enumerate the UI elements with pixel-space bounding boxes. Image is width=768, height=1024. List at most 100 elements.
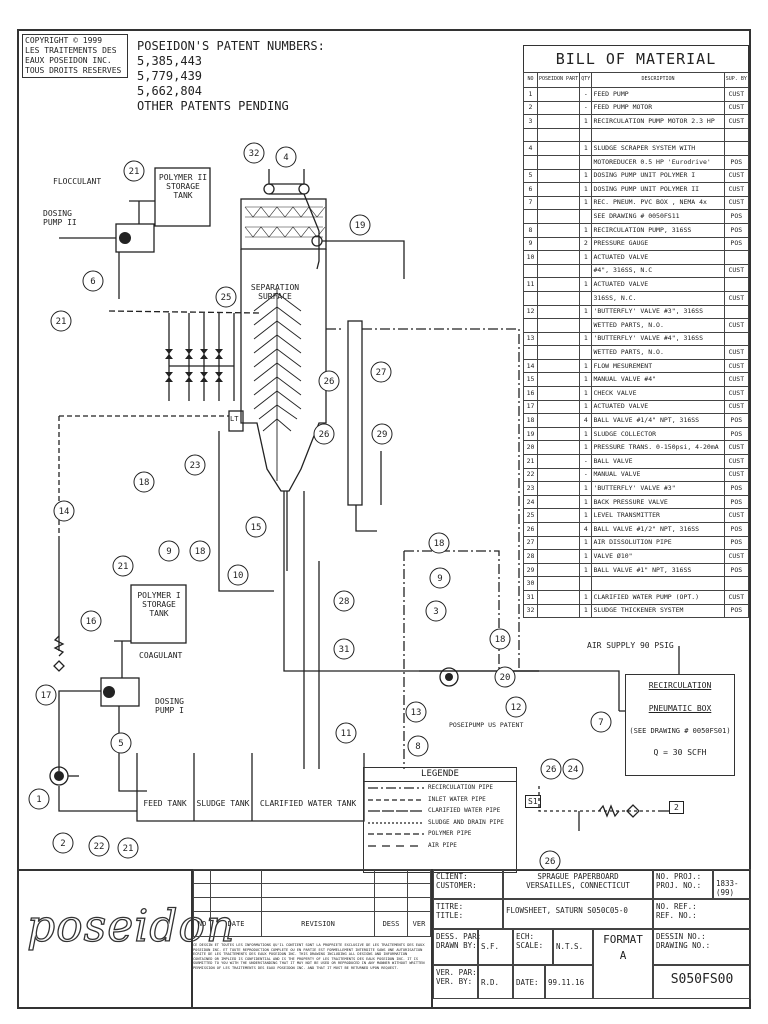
callout-circle	[215, 286, 237, 308]
callout-number: 17	[41, 691, 52, 701]
bom-cell-qty: 1	[579, 589, 593, 605]
callout-number: 8	[415, 742, 420, 752]
callout-bubble: 26	[539, 850, 561, 869]
callout-number: 6	[90, 277, 95, 287]
copyright-line: COPYRIGHT © 1999	[25, 36, 103, 45]
callout-circle	[489, 628, 511, 650]
bill-of-material: BILL OF MATERIAL NO POSEIDON PART QTY DE…	[523, 45, 750, 619]
callout-bubble: 20	[494, 666, 516, 688]
callout-number: 10	[233, 571, 244, 581]
callout-bubble: 13	[405, 701, 427, 723]
callout-number: 4	[283, 153, 288, 163]
callout-bubble: 21	[50, 310, 72, 332]
callout-bubble: 5	[110, 732, 132, 754]
legend-item: RECIRCULATION PIPE	[364, 782, 516, 794]
callout-bubble: 11	[335, 722, 357, 744]
callout-circle	[335, 722, 357, 744]
callout-number: 16	[86, 617, 97, 627]
callout-bubble: 32	[243, 142, 265, 164]
separation-tank-top	[240, 198, 327, 250]
callout-bubble: 19	[349, 214, 371, 236]
legend-item-label: CLARIFIED WATER PIPE	[428, 807, 501, 814]
callout-bubble: 1	[28, 788, 50, 810]
copyright-line: TOUS DROITS RESERVES	[25, 66, 122, 75]
callout-number: 25	[221, 293, 232, 303]
drawing-no-label: DESSIN NO.: DRAWING NO.:	[653, 929, 751, 965]
recirc-title: RECIRCULATION	[648, 681, 712, 690]
bom-header-description: DESCRIPTION	[591, 72, 725, 88]
callout-circle	[35, 684, 57, 706]
callout-number: 18	[434, 539, 445, 549]
bom-cell-qty: 1	[579, 549, 593, 564]
callout-bubble: 10	[227, 564, 249, 586]
patent-pending: OTHER PATENTS PENDING	[137, 99, 289, 113]
patent-block: POSEIDON'S PATENT NUMBERS: 5,385,443 5,7…	[137, 39, 325, 114]
callout-number: 13	[411, 708, 422, 718]
callout-number: 21	[118, 562, 129, 572]
callout-bubble: 9	[158, 540, 180, 562]
callout-bubble: 7	[590, 711, 612, 733]
callout-circle	[505, 696, 527, 718]
callout-number: 12	[511, 703, 522, 713]
bom-cell-supplier: CUST	[723, 263, 750, 279]
coagulant-label: COAGULANT	[139, 651, 183, 660]
ver-by-label: VER. PAR: VER. BY:	[433, 965, 478, 999]
project-info-block: CLIENT: CUSTOMER: SPRAGUE PAPERBOARD VER…	[431, 869, 751, 1009]
legend-item: CLARIFIED WATER PIPE	[364, 805, 516, 817]
callout-number: 29	[377, 430, 388, 440]
callout-bubble: 3	[425, 600, 447, 622]
callout-circle	[50, 310, 72, 332]
callout-number: 19	[355, 221, 366, 231]
feed-tank-label: FEED TANK	[143, 799, 187, 808]
sludge-tank-label: SLUDGE TANK	[196, 799, 250, 808]
callout-number: 11	[341, 729, 352, 739]
bom-row: 30	[523, 576, 750, 591]
callout-circle	[494, 666, 516, 688]
bom-cell-supplier: CUST	[723, 87, 750, 102]
callout-bubble: 23	[184, 454, 206, 476]
callout-number: 2	[60, 839, 65, 849]
copyright-line: EAUX POSEIDON INC.	[25, 56, 112, 65]
callout-circle	[425, 600, 447, 622]
format-box: FORMAT A	[593, 929, 653, 999]
tank-row	[136, 753, 365, 822]
separation-surface-label: SEPARATION SURFACE	[250, 283, 300, 301]
callout-circle	[405, 701, 427, 723]
box-2: 2	[669, 801, 684, 814]
bom-cell-qty: 1	[579, 222, 593, 238]
us-patent-text: US PATENT	[488, 721, 524, 729]
bom-header-qty: QTY	[579, 72, 593, 88]
recirc-flow: Q = 30 SCFH	[653, 748, 707, 757]
polymer-2-tank	[154, 167, 211, 227]
callout-circle	[429, 567, 451, 589]
callout-circle	[407, 735, 429, 757]
bom-cell-supplier: CUST	[723, 358, 750, 374]
rev-header-dess: DESS	[374, 911, 408, 937]
callout-circle	[318, 370, 340, 392]
bom-cell-description: SLUDGE THICKENER SYSTEM	[591, 603, 725, 619]
drawing-number: S050FS00	[653, 965, 751, 999]
bom-row: WETTED PARTS, N.O.CUST	[523, 318, 750, 333]
callout-bubble: 22	[88, 835, 110, 857]
format-label: FORMAT	[603, 933, 643, 946]
legend-item-label: POLYMER PIPE	[428, 830, 472, 837]
confidential-notice: CE DESSIN ET TOUTES LES INFORMATIONS QU'…	[193, 943, 425, 970]
proj-value: 1833-(99)	[713, 869, 751, 899]
dosing-pump-2-label: DOSING PUMP II	[43, 209, 77, 227]
callout-number: 1	[36, 795, 41, 805]
callout-number: 18	[495, 635, 506, 645]
callout-number: 5	[118, 739, 123, 749]
callout-bubble: 6	[82, 270, 104, 292]
revision-table: NO DATE REVISION DESS VER	[193, 869, 431, 937]
